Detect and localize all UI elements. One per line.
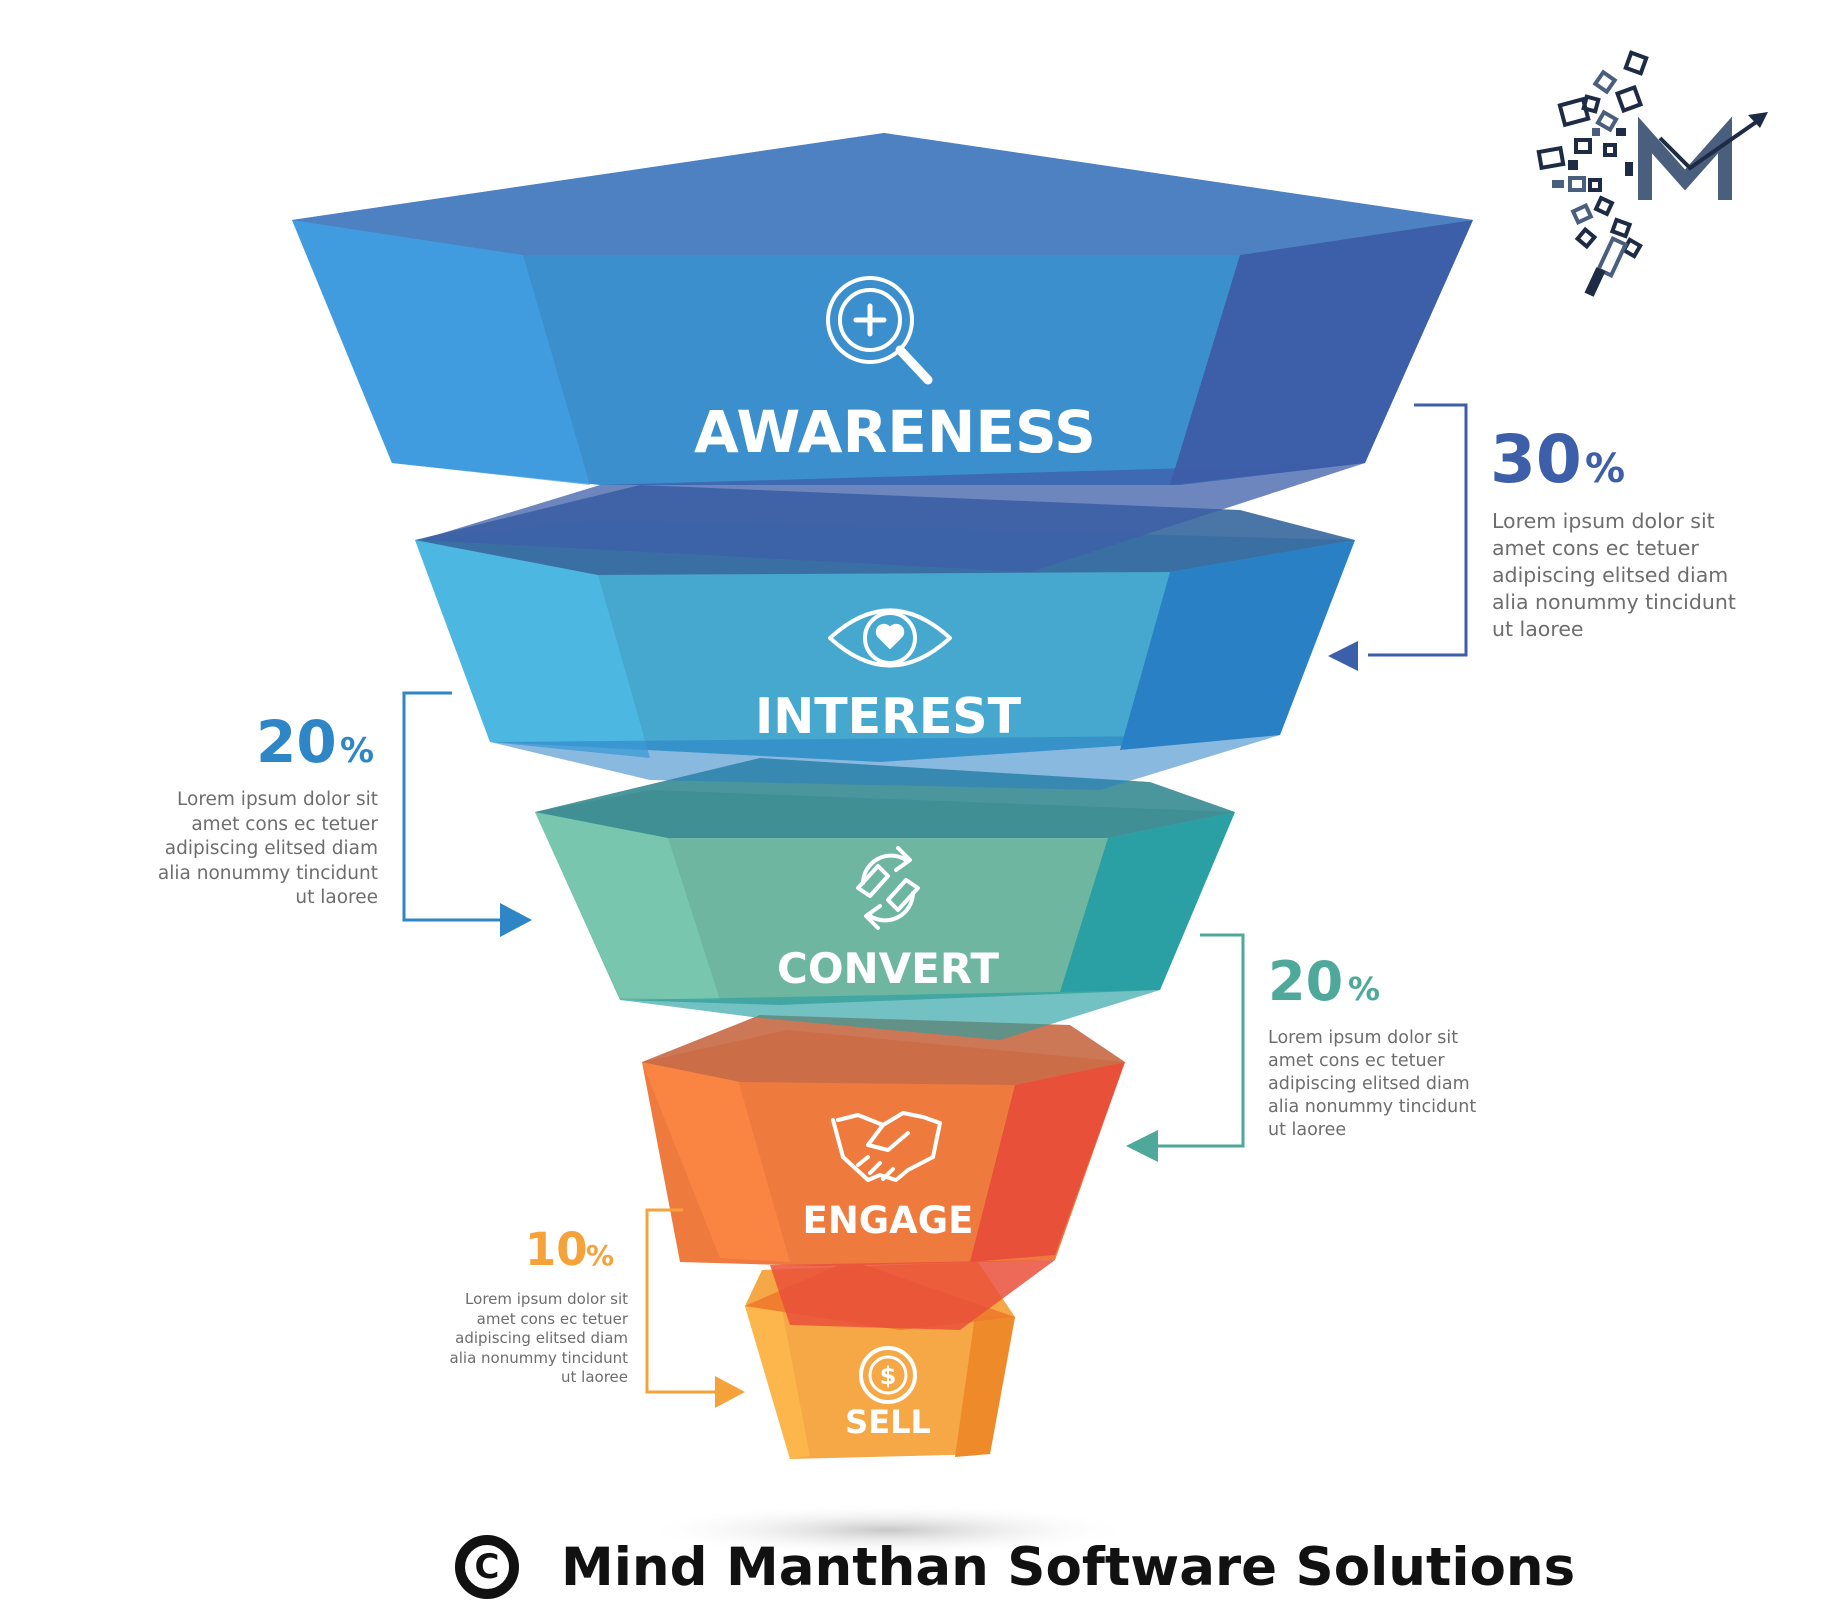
arrow-icon [715,1376,745,1408]
arrow-head-icon [1748,112,1768,128]
engage-right-face [970,1062,1125,1262]
awareness-top-face [292,133,1473,255]
callout-text-10: Lorem ipsum dolor sit amet cons ec tetue… [449,1290,628,1386]
percent-sign: % [586,1239,614,1272]
awareness-left-face [292,220,590,485]
arrow-icon [1328,641,1358,671]
stage-label-interest: INTEREST [755,688,1022,745]
copyright-icon: C [455,1535,519,1599]
percent-20-left: 20 % [256,708,374,776]
logo-letter-m [1638,116,1732,200]
stage-label-convert: CONVERT [777,944,999,993]
engage-bottom-twist [770,1260,1055,1330]
interest-left-face [415,540,650,758]
callout-text-30: Lorem ipsum dolor sit amet cons ec tetue… [1492,509,1736,641]
percent-10: 10 % [525,1223,614,1276]
percent-sign: % [1585,446,1625,492]
mm-logo-icon [1536,50,1768,297]
interest-right-face [1120,540,1355,750]
callout-text-20-right: Lorem ipsum dolor sit amet cons ec tetue… [1268,1028,1477,1140]
percent-value: 20 [256,708,337,776]
connector-10-engage [645,1208,715,1394]
eye-heart-icon [828,608,952,668]
funnel-stage-awareness: AWARENESS [292,133,1473,572]
company-name: Mind Manthan Software Solutions [561,1536,1576,1598]
copyright-footer: C Mind Manthan Software Solutions [455,1535,1575,1599]
percent-sign: % [1348,970,1380,1008]
percent-value: 30 [1490,421,1582,498]
engage-left-face [642,1062,790,1262]
convert-right-face [1060,812,1235,992]
convert-body [535,790,1235,1005]
ground-shadow [638,1504,1138,1556]
interest-bottom-twist [490,735,1280,790]
convert-left-face [535,812,720,1000]
sell-left-face [745,1306,810,1459]
connector-20-interest [402,691,500,922]
dollar-coin-icon: $ [859,1346,917,1404]
percent-30: 30 % [1490,421,1625,498]
stage-label-awareness: AWARENESS [694,398,1096,466]
percent-value: 20 [1268,950,1343,1013]
percent-20-right: 20 % [1268,950,1380,1013]
connector-30-awareness [1368,403,1468,657]
connector-20-convert [1158,933,1245,1148]
callout-text-20-left: Lorem ipsum dolor sit amet cons ec tetue… [157,789,378,908]
awareness-right-face [1170,220,1473,485]
funnel-stage-convert: CONVERT [535,758,1235,1040]
trend-arrow-icon [1658,116,1764,171]
callout-connectors [402,403,1468,1408]
sell-right-face [955,1316,1015,1457]
arrow-icon [1126,1130,1158,1162]
stage-label-sell: SELL [845,1403,931,1441]
awareness-bottom-twist [420,463,1365,572]
percent-sign: % [340,731,374,771]
percent-value: 10 [525,1223,588,1276]
refresh-arrows-icon [856,846,920,930]
arrow-icon [500,903,532,937]
convert-bottom-twist [620,990,1160,1040]
funnel-stage-engage: ENGAGE [642,1015,1125,1330]
handshake-icon [831,1111,942,1182]
stage-label-engage: ENGAGE [803,1199,974,1242]
copyright-symbol: C [474,1547,500,1587]
svg-text:$: $ [880,1362,897,1390]
magnifier-plus-icon [826,276,933,385]
